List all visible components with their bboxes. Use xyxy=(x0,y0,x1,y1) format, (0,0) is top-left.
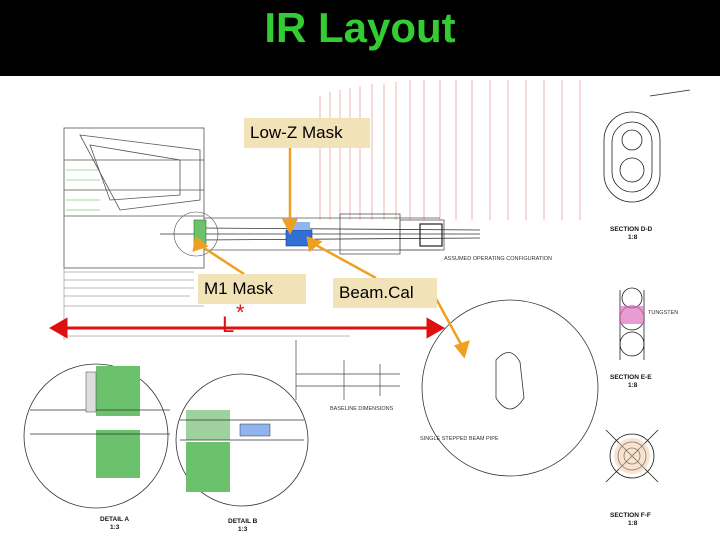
detail-a-marker xyxy=(173,211,219,257)
radiation-grid xyxy=(319,80,581,220)
detail-a-drawing xyxy=(23,363,170,509)
baseline-note: BASELINE DIMENSIONS xyxy=(330,406,394,412)
detail-b-scale: 1:3 xyxy=(238,526,248,533)
beamcal-label: Beam.Cal xyxy=(333,278,437,308)
detector-outline xyxy=(63,127,445,269)
section-e-scale: 1:8 xyxy=(628,382,638,389)
slide-title: IR Layout xyxy=(264,4,456,51)
detail-b-drawing xyxy=(175,373,309,507)
callout-arrows xyxy=(192,146,470,359)
baseline-drawing xyxy=(295,340,400,400)
section-f-ring xyxy=(614,438,650,474)
length-arrow xyxy=(48,317,446,339)
tungsten-note: TUNGSTEN xyxy=(648,310,679,316)
beamcal-detail-drawing xyxy=(421,299,599,477)
lowz-mask-top xyxy=(290,222,310,230)
detail-b-label: DETAIL B xyxy=(228,518,258,525)
ip-marker: * xyxy=(236,300,245,325)
title-bar xyxy=(0,0,720,76)
beam-line xyxy=(160,227,481,241)
tungsten-fill xyxy=(620,306,644,324)
beamcal-shape xyxy=(419,223,443,247)
section-e-label: SECTION E-E xyxy=(610,374,652,381)
lowz-mask-label: Low-Z Mask xyxy=(244,118,370,148)
m1-mask-label: M1 Mask xyxy=(198,274,306,304)
section-f-label: SECTION F-F xyxy=(610,512,651,519)
calorimeter-hatch xyxy=(66,169,100,211)
section-d-label: SECTION D-D xyxy=(610,226,653,233)
length-marker: L xyxy=(222,312,235,337)
detail-a-scale: 1:3 xyxy=(110,524,120,531)
detail-a-label: DETAIL A xyxy=(100,516,130,523)
config-note: ASSUMED OPERATING CONFIGURATION xyxy=(444,256,552,262)
section-f-scale: 1:8 xyxy=(628,520,638,527)
section-d-drawing xyxy=(603,89,691,203)
beam-pipe-note: SINGLE STEPPED BEAM PIPE xyxy=(420,436,499,442)
dimension-lines xyxy=(63,128,350,340)
section-d-scale: 1:8 xyxy=(628,234,638,241)
